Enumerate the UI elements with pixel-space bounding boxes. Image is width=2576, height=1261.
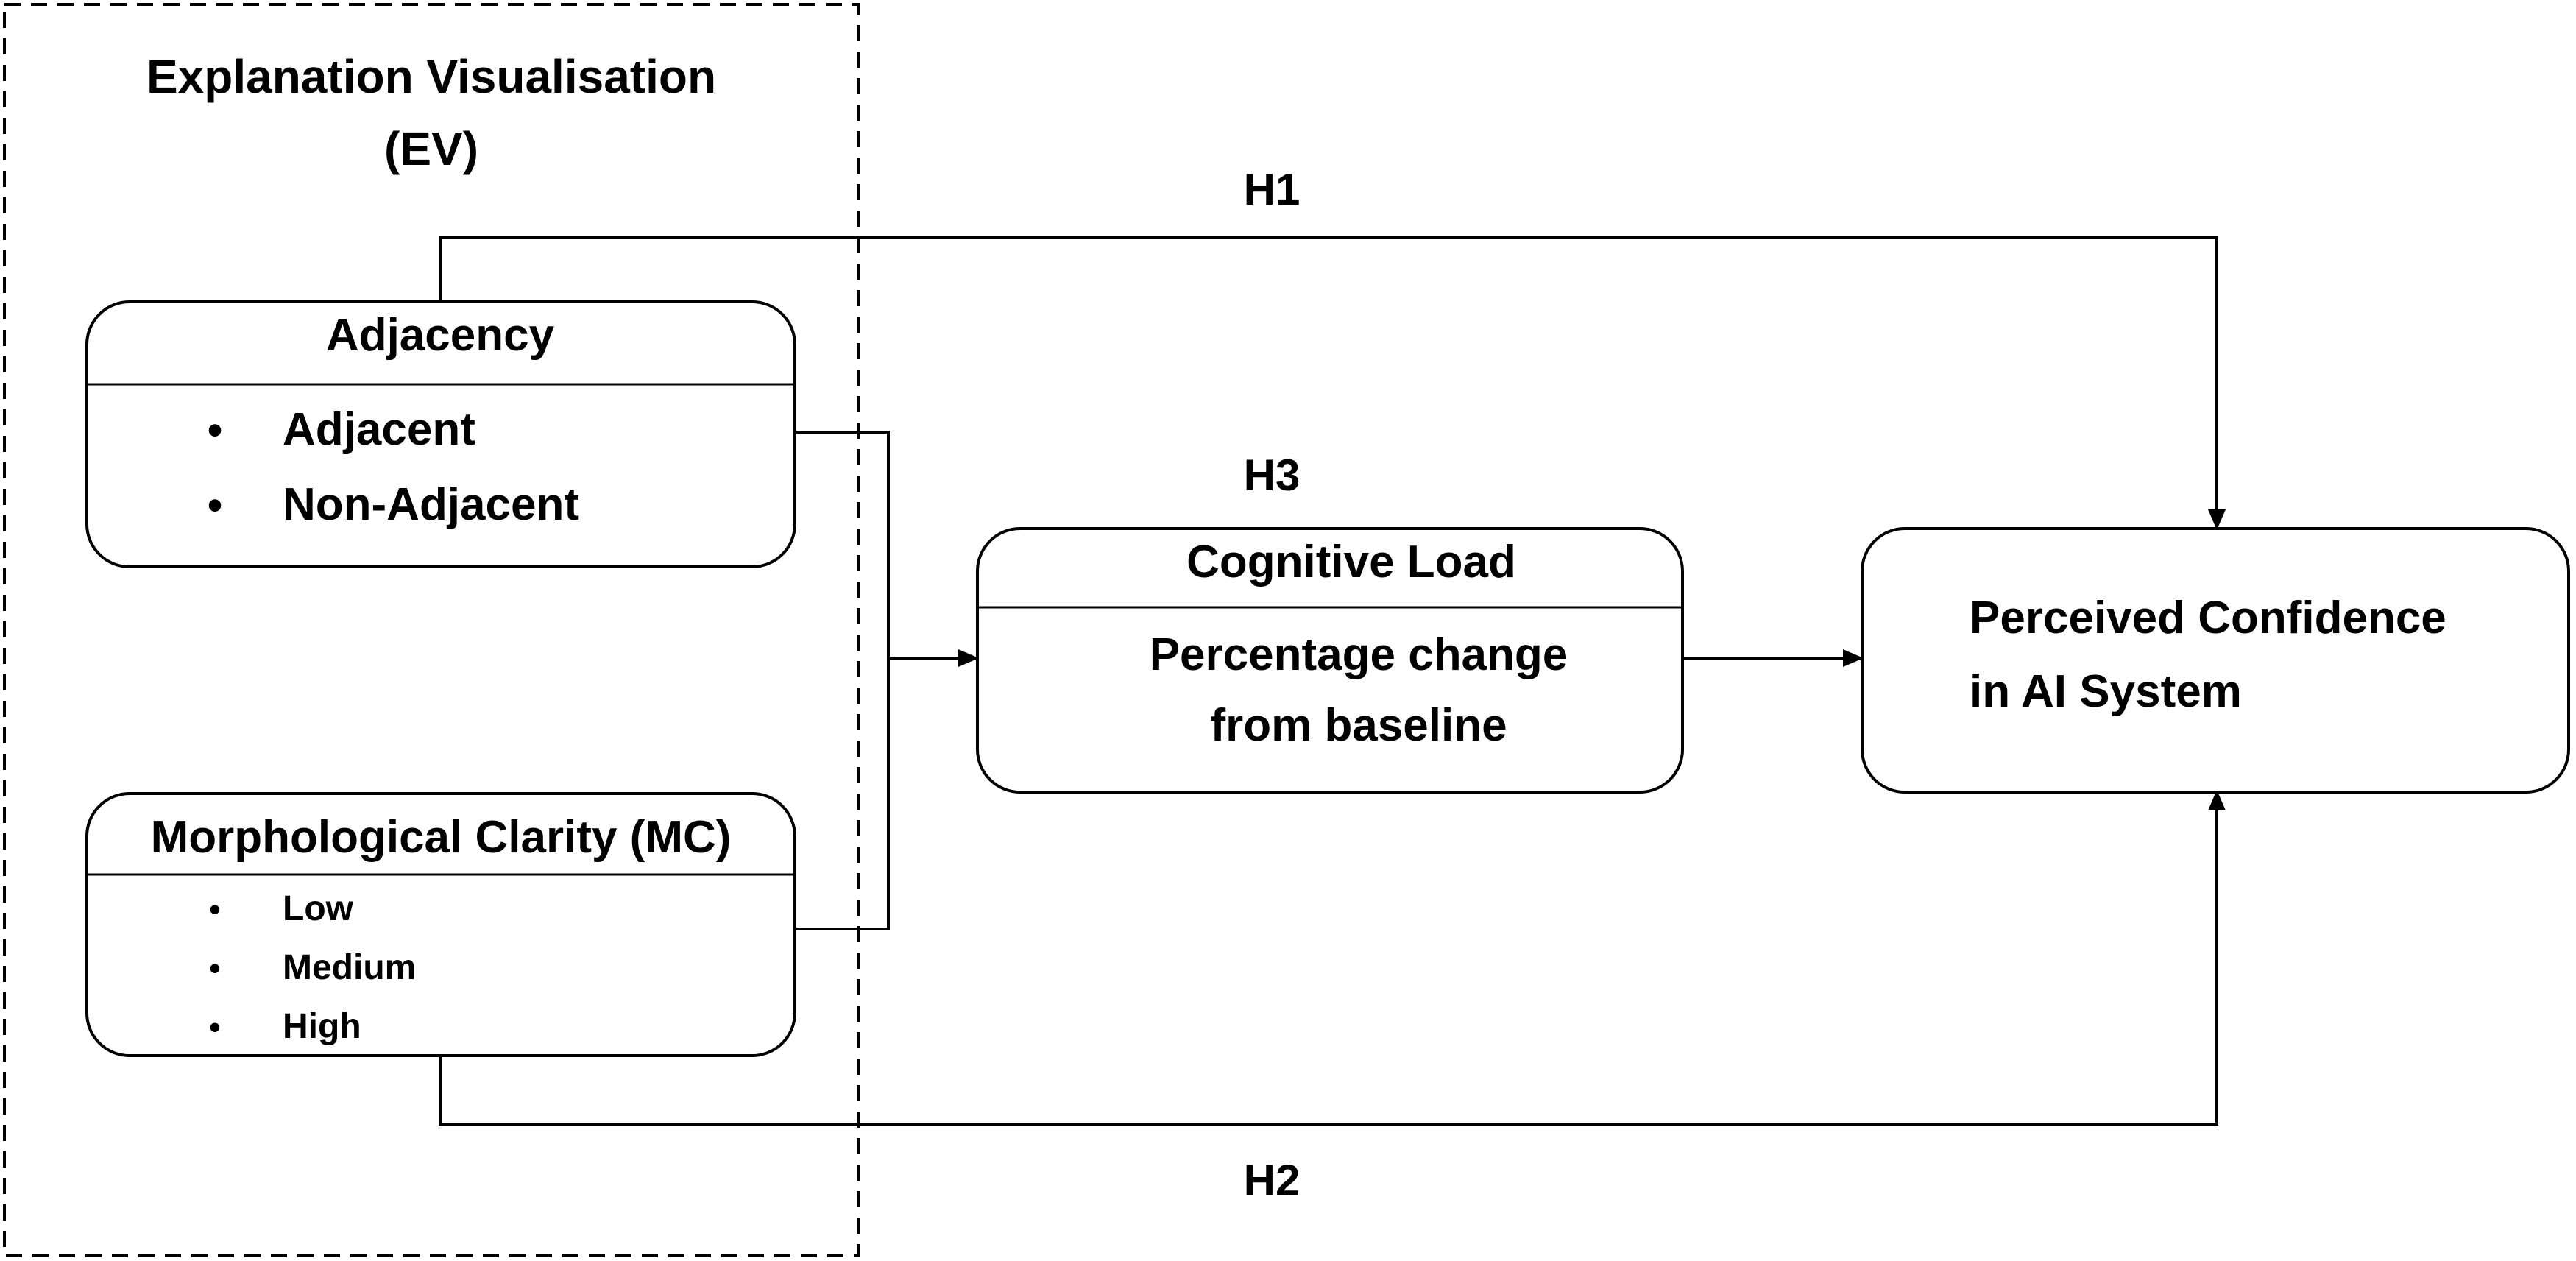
hypothesis-label-h1: H1 — [1244, 165, 1301, 214]
mc-bullet: • — [209, 1009, 220, 1045]
mc-bullet: • — [209, 891, 220, 928]
ev-group-abbreviation: (EV) — [384, 122, 478, 175]
mc-bullet: • — [209, 950, 220, 986]
cognitive-load-title: Cognitive Load — [1186, 537, 1516, 587]
adjacency-option-adjacent: Adjacent — [283, 404, 475, 455]
perceived-confidence-line1: Perceived Confidence — [1970, 593, 2446, 643]
h1-path — [439, 236, 2226, 530]
ev-group-frame — [3, 3, 860, 1257]
mc-option-high: High — [283, 1007, 361, 1046]
hypothesis-label-h2: H2 — [1244, 1156, 1301, 1205]
perceived-confidence-line2: in AI System — [1970, 666, 2242, 717]
adjacency-bullet: • — [208, 481, 222, 529]
adjacency-box: Adjacency • Adjacent • Non-Adjacent — [85, 300, 796, 568]
adjacency-to-mediator-connector — [795, 431, 890, 930]
mc-option-medium: Medium — [283, 948, 416, 987]
ev-group-title: Explanation Visualisation — [146, 50, 716, 103]
adjacency-bullet: • — [208, 406, 222, 454]
morphological-clarity-title: Morphological Clarity (MC) — [151, 812, 732, 863]
hypothesis-label-h3: H3 — [1244, 451, 1301, 500]
mc-option-low: Low — [283, 889, 354, 928]
perceived-confidence-box: Perceived Confidence in AI System — [1861, 527, 2570, 794]
cognitive-load-box: Cognitive Load Percentage change from ba… — [976, 527, 1684, 794]
h2-path — [439, 790, 2226, 1126]
cognitive-load-measure-line2: from baseline — [1210, 700, 1507, 751]
morphological-clarity-box: Morphological Clarity (MC) • Low • Mediu… — [85, 792, 796, 1057]
cognitive-load-measure-line1: Percentage change — [1150, 629, 1568, 680]
adjacency-title: Adjacency — [326, 310, 555, 361]
adjacency-option-non-adjacent: Non-Adjacent — [283, 479, 579, 530]
